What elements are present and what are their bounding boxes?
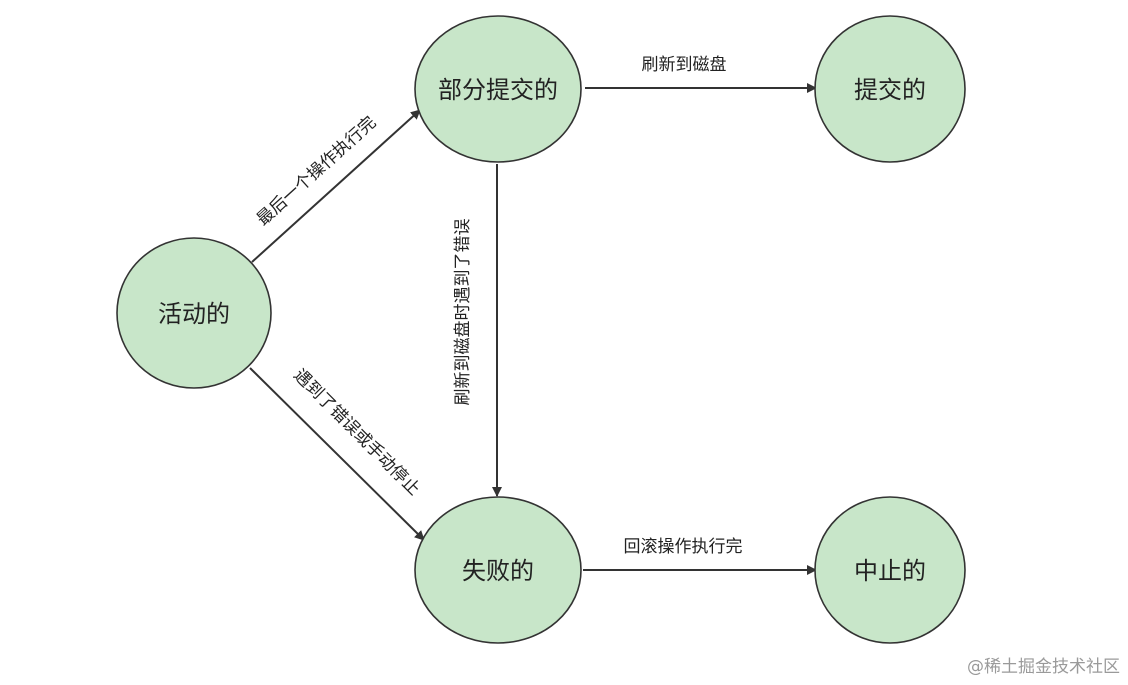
edge-failed-to-aborted: 回滚操作执行完 (583, 537, 817, 575)
edge-active-to-partially-committed: 最后一个操作执行完 (251, 109, 421, 263)
node-label: 部分提交的 (438, 76, 558, 104)
node-label: 中止的 (854, 557, 926, 585)
node-label: 失败的 (462, 557, 534, 585)
node-failed: 失败的 (414, 496, 582, 644)
node-aborted: 中止的 (814, 496, 966, 644)
edge-label: 刷新到磁盘 (642, 55, 727, 75)
edge-label: 最后一个操作执行完 (253, 113, 380, 230)
watermark: @稀土掘金技术社区 (967, 657, 1120, 677)
edge-partially-committed-to-failed: 刷新到磁盘时遇到了错误 (453, 164, 502, 497)
edge-label: 遇到了错误或手动停止 (289, 365, 423, 499)
edge-active-to-failed: 遇到了错误或手动停止 (249, 365, 425, 541)
node-active: 活动的 (116, 237, 272, 389)
edge-label: 刷新到磁盘时遇到了错误 (453, 219, 473, 406)
node-label: 提交的 (854, 76, 926, 104)
edge-partially-committed-to-committed: 刷新到磁盘 (585, 55, 817, 93)
node-committed: 提交的 (814, 15, 966, 163)
node-label: 活动的 (158, 300, 230, 328)
node-partially-committed: 部分提交的 (414, 15, 582, 163)
edge-label: 回滚操作执行完 (624, 537, 743, 557)
